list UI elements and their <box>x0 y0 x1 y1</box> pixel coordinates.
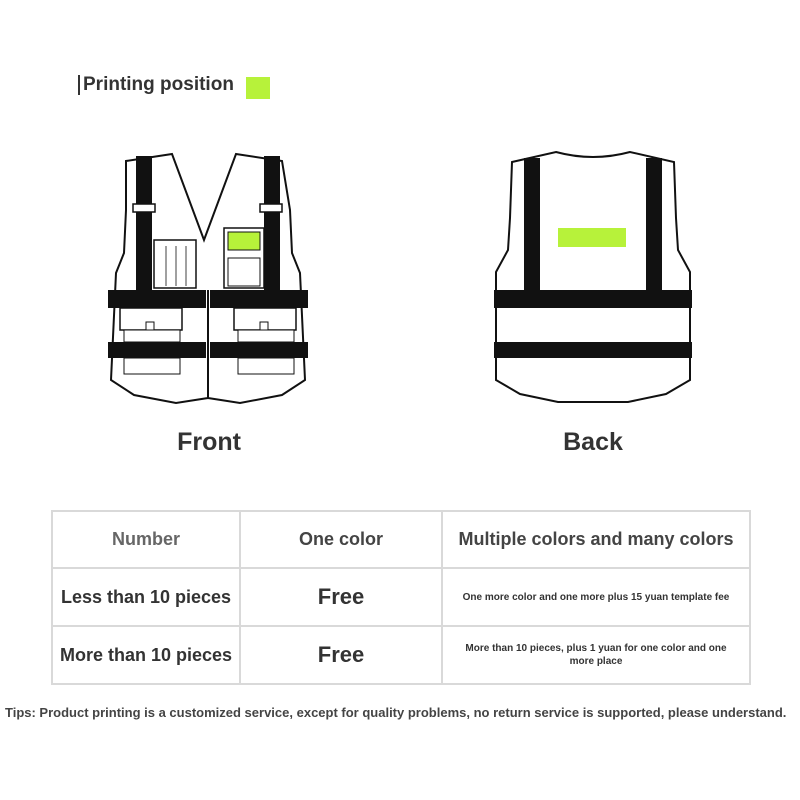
legend-divider <box>78 75 80 95</box>
cell-quantity: Less than 10 pieces <box>51 567 241 627</box>
cell-multi-color-price: One more color and one more plus 15 yuan… <box>441 567 751 627</box>
cell-multi-color-price: More than 10 pieces, plus 1 yuan for one… <box>441 625 751 685</box>
printing-position-legend: Printing position <box>78 74 270 99</box>
front-upper-band-right <box>210 290 308 308</box>
front-print-area <box>227 231 261 251</box>
front-caption: Front <box>177 428 241 456</box>
back-left-strap <box>524 158 540 290</box>
front-lower-band-left <box>108 342 206 358</box>
cell-one-color-price: Free <box>239 567 443 627</box>
legend-swatch <box>246 77 270 99</box>
back-lower-band <box>494 342 692 358</box>
tips-text: Tips: Product printing is a customized s… <box>5 705 787 720</box>
table-header-row: Number One color Multiple colors and man… <box>51 510 751 569</box>
pricing-table: Number One color Multiple colors and man… <box>51 510 751 685</box>
legend-label: Printing position <box>83 74 234 95</box>
cell-quantity: More than 10 pieces <box>51 625 241 685</box>
back-vest-illustration <box>494 150 692 403</box>
table-row: More than 10 pieces Free More than 10 pi… <box>51 625 751 685</box>
back-caption: Back <box>563 428 623 456</box>
cell-one-color-price: Free <box>239 625 443 685</box>
back-vest-outline <box>495 150 691 403</box>
front-left-strap <box>136 156 152 290</box>
back-right-strap <box>646 158 662 290</box>
front-right-strap <box>264 156 280 290</box>
back-upper-band <box>494 290 692 308</box>
back-print-area <box>558 228 626 247</box>
front-lower-band-right <box>210 342 308 358</box>
front-upper-band-left <box>108 290 206 308</box>
header-number: Number <box>51 510 241 569</box>
front-left-card-pocket <box>153 239 197 289</box>
front-vest-illustration <box>108 152 308 405</box>
header-one-color: One color <box>239 510 443 569</box>
table-row: Less than 10 pieces Free One more color … <box>51 567 751 627</box>
header-multiple-colors: Multiple colors and many colors <box>441 510 751 569</box>
